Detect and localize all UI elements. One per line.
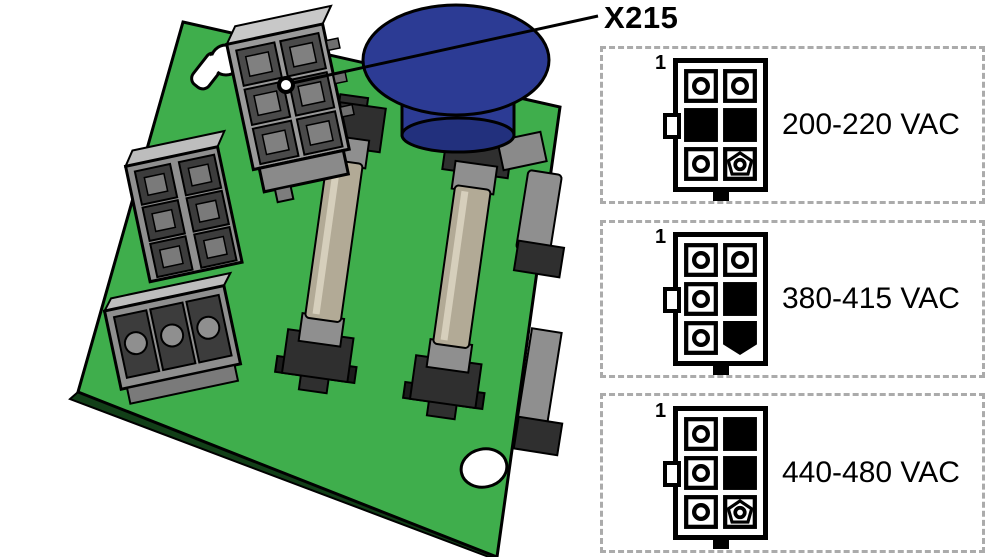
pin-filled: [723, 108, 757, 142]
pin-open: [684, 69, 718, 103]
voltage-option-box-380-415: 1 380-415 VAC: [600, 220, 985, 378]
connector-left: [123, 129, 244, 284]
blue-cap: [361, 3, 551, 172]
pin-keyed-filled: [723, 321, 757, 355]
pin-open: [684, 417, 718, 451]
pin-filled: [723, 282, 757, 316]
voltage-label: 440-480 VAC: [782, 456, 960, 489]
bottom-tab: [712, 187, 729, 201]
pin-open: [723, 69, 757, 103]
pin-filled: [684, 108, 718, 142]
latch-tab: [663, 461, 681, 487]
voltage-option-box-200-220: 1 200-220 VAC: [600, 46, 985, 204]
connector-bottom-left: [102, 271, 243, 405]
connector-x215: [224, 4, 355, 204]
pin-open: [684, 495, 718, 529]
pin-open: [723, 243, 757, 277]
connector-pin-diagram: 1: [655, 52, 768, 201]
pin-filled: [723, 456, 757, 490]
pin-open: [684, 456, 718, 490]
pin-filled: [723, 417, 757, 451]
pin1-label: 1: [655, 400, 667, 422]
callout-line: [287, 14, 599, 86]
callout-label: X215: [604, 0, 679, 35]
bottom-tab: [712, 535, 729, 549]
pin1-label: 1: [655, 226, 667, 248]
pin1-label: 1: [655, 52, 667, 74]
right-edge-component: [512, 169, 566, 457]
pin-open: [684, 321, 718, 355]
pin-keyed: [723, 147, 757, 181]
callout-dot: [277, 76, 295, 94]
voltage-option-box-440-480: 1 440-480 VAC: [600, 393, 985, 553]
bottom-tab: [712, 361, 729, 375]
pin-open: [684, 147, 718, 181]
connector-pin-diagram: 1: [655, 226, 768, 375]
latch-tab: [663, 287, 681, 313]
pin-open: [684, 243, 718, 277]
latch-tab: [663, 113, 681, 139]
pin-keyed: [723, 495, 757, 529]
voltage-label: 200-220 VAC: [782, 108, 960, 141]
voltage-label: 380-415 VAC: [782, 282, 960, 315]
connector-pin-diagram: 1: [655, 400, 768, 549]
mounting-hole: [459, 447, 509, 489]
pin-open: [684, 282, 718, 316]
